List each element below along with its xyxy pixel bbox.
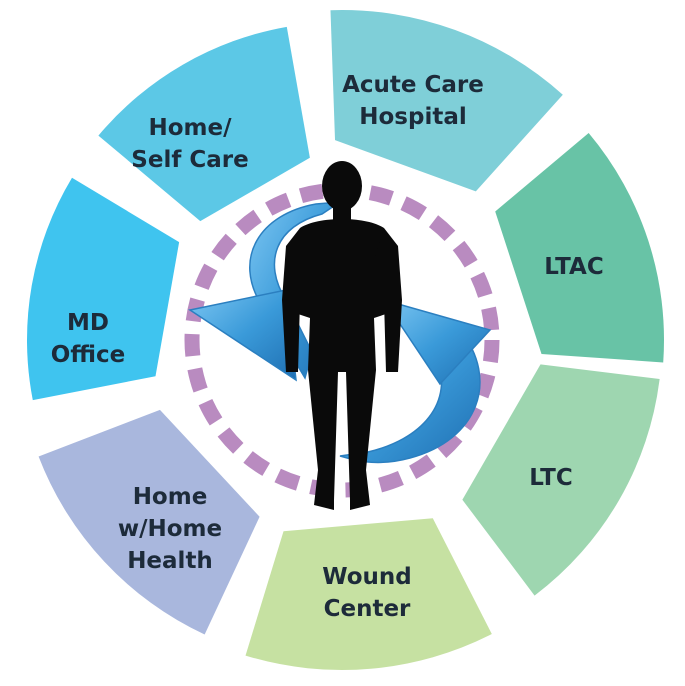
label-ltac-line-1: LTAC bbox=[544, 254, 603, 280]
segment-home-self-care bbox=[98, 26, 310, 222]
segment-home-w-home-health bbox=[38, 409, 260, 635]
lower-arrowhead-icon bbox=[382, 298, 492, 386]
label-home-w-home-health-line-3: Health bbox=[127, 548, 213, 574]
segment-wound-center bbox=[245, 518, 492, 670]
segment-md-office bbox=[27, 177, 180, 401]
label-md-office-line-1: MD bbox=[67, 310, 109, 336]
upper-arrowhead-icon bbox=[188, 289, 297, 382]
label-md-office-line-2: Office bbox=[51, 342, 125, 368]
label-wound-center-line-1: Wound bbox=[322, 564, 412, 590]
label-home-w-home-health-line-2: w/Home bbox=[118, 516, 222, 542]
human-silhouette-icon bbox=[282, 161, 402, 510]
segment-ltc bbox=[462, 364, 660, 596]
label-home-self-care-line-1: Home/ bbox=[148, 115, 232, 141]
label-wound-center-line-2: Center bbox=[324, 596, 411, 622]
label-ltc-line-1: LTC bbox=[529, 465, 572, 491]
label-home-w-home-health-line-1: Home bbox=[133, 484, 208, 510]
segment-acute-care-hospital bbox=[330, 9, 563, 192]
label-home-self-care-line-2: Self Care bbox=[131, 147, 248, 173]
segment-ltac bbox=[495, 133, 665, 363]
segments-layer bbox=[27, 9, 665, 670]
label-acute-care-hospital-line-2: Hospital bbox=[359, 104, 467, 130]
label-acute-care-hospital-line-1: Acute Care bbox=[342, 72, 484, 98]
